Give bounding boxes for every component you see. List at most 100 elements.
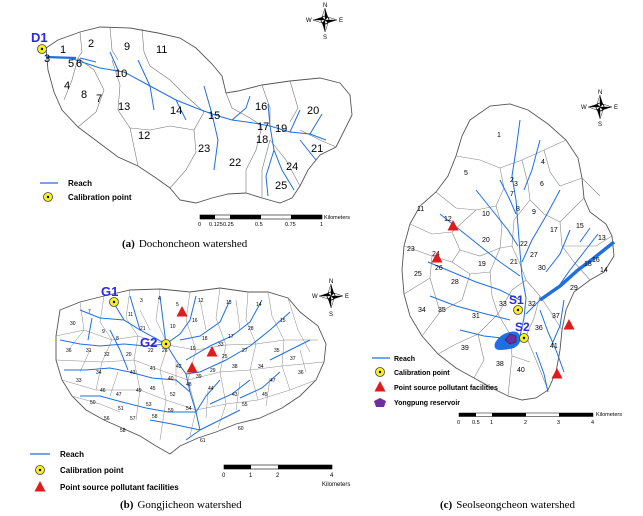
svg-text:9: 9 bbox=[532, 209, 536, 216]
svg-text:22: 22 bbox=[229, 157, 241, 169]
svg-text:13: 13 bbox=[598, 235, 606, 242]
svg-text:49: 49 bbox=[136, 388, 142, 394]
svg-text:0.5: 0.5 bbox=[255, 222, 263, 228]
dochoncheon-boundary bbox=[45, 26, 353, 204]
svg-text:31: 31 bbox=[86, 348, 92, 354]
svg-text:26: 26 bbox=[435, 265, 443, 272]
svg-text:32: 32 bbox=[528, 301, 536, 308]
gongjicheon-reaches bbox=[59, 295, 311, 441]
svg-text:W: W bbox=[581, 105, 587, 111]
calibration-label-s2: S2 bbox=[515, 320, 530, 334]
svg-text:35: 35 bbox=[438, 307, 446, 314]
svg-text:12: 12 bbox=[198, 298, 204, 304]
svg-text:15: 15 bbox=[576, 223, 584, 230]
svg-text:50: 50 bbox=[90, 400, 96, 406]
svg-text:17: 17 bbox=[550, 227, 558, 234]
svg-text:8: 8 bbox=[116, 336, 119, 342]
svg-text:1: 1 bbox=[490, 420, 493, 426]
panel-c-map: 1 2 3 4 5 6 7 8 9 10 11 12 13 14 15 16 1… bbox=[372, 90, 622, 426]
svg-text:Kilometers: Kilometers bbox=[596, 412, 622, 418]
svg-text:56: 56 bbox=[104, 416, 110, 422]
svg-text:14: 14 bbox=[170, 105, 182, 117]
calibration-label-d1: D1 bbox=[31, 30, 48, 45]
svg-text:4: 4 bbox=[591, 420, 594, 426]
svg-text:1: 1 bbox=[249, 473, 253, 479]
svg-text:13: 13 bbox=[118, 101, 130, 113]
svg-text:5: 5 bbox=[464, 170, 468, 177]
scale-bar-a: 0 0.125 0.25 0.5 0.75 1 Kilometers bbox=[198, 214, 350, 228]
svg-text:41: 41 bbox=[150, 366, 156, 372]
scale-bar-b: 0 1 2 4 Kilometers bbox=[222, 464, 350, 488]
svg-text:14: 14 bbox=[600, 267, 608, 274]
svg-text:23: 23 bbox=[198, 143, 210, 155]
svg-text:37: 37 bbox=[552, 313, 560, 320]
svg-text:S: S bbox=[329, 312, 333, 318]
svg-text:0: 0 bbox=[457, 420, 460, 426]
svg-text:26: 26 bbox=[162, 348, 168, 354]
svg-text:0: 0 bbox=[222, 473, 226, 479]
svg-text:40: 40 bbox=[517, 367, 525, 374]
legend-b-calibration-symbol bbox=[35, 465, 45, 475]
compass-b-icon bbox=[318, 283, 344, 309]
caption-b: (b)Gongjicheon watershed bbox=[120, 499, 242, 511]
svg-text:4: 4 bbox=[64, 80, 70, 92]
svg-text:58: 58 bbox=[152, 414, 158, 420]
svg-text:19: 19 bbox=[190, 346, 196, 352]
svg-text:48: 48 bbox=[186, 382, 192, 388]
svg-text:53: 53 bbox=[146, 402, 152, 408]
svg-text:60: 60 bbox=[238, 426, 244, 432]
svg-text:5: 5 bbox=[68, 58, 74, 70]
svg-text:30: 30 bbox=[538, 265, 546, 272]
svg-text:20: 20 bbox=[126, 352, 132, 358]
svg-text:0.75: 0.75 bbox=[285, 222, 296, 228]
svg-text:33: 33 bbox=[76, 378, 82, 384]
caption-a: (a)Dochoncheon watershed bbox=[122, 238, 248, 250]
svg-text:W: W bbox=[312, 294, 318, 300]
svg-text:21: 21 bbox=[140, 326, 146, 332]
svg-text:1: 1 bbox=[60, 44, 66, 56]
svg-text:47: 47 bbox=[116, 392, 122, 398]
svg-text:3: 3 bbox=[557, 420, 560, 426]
svg-text:10: 10 bbox=[115, 68, 127, 80]
svg-text:1: 1 bbox=[497, 132, 501, 139]
svg-text:46: 46 bbox=[100, 388, 106, 394]
svg-text:22: 22 bbox=[148, 348, 154, 354]
dochoncheon-reaches bbox=[45, 51, 327, 197]
svg-text:W: W bbox=[306, 18, 312, 24]
svg-text:32: 32 bbox=[104, 352, 110, 358]
svg-text:58: 58 bbox=[120, 428, 126, 434]
legend-c-calibration-symbol bbox=[375, 367, 385, 377]
calibration-point-s1 bbox=[513, 305, 523, 315]
svg-text:2: 2 bbox=[510, 177, 514, 184]
svg-text:54: 54 bbox=[186, 406, 192, 412]
calibration-point-g1 bbox=[109, 297, 119, 307]
svg-text:9: 9 bbox=[102, 329, 105, 335]
svg-text:0.5: 0.5 bbox=[472, 420, 480, 426]
svg-text:7: 7 bbox=[96, 93, 102, 105]
svg-text:16: 16 bbox=[255, 101, 267, 113]
legend-b-pollutant-label: Point source pollutant facilities bbox=[60, 483, 179, 492]
svg-text:11: 11 bbox=[156, 44, 167, 56]
svg-text:S: S bbox=[323, 35, 327, 41]
svg-text:30: 30 bbox=[70, 321, 76, 327]
calibration-point-s2 bbox=[519, 333, 529, 343]
svg-text:15: 15 bbox=[280, 318, 286, 324]
svg-text:0: 0 bbox=[198, 222, 201, 228]
svg-text:17: 17 bbox=[257, 121, 269, 133]
svg-text:27: 27 bbox=[530, 252, 538, 259]
svg-text:18: 18 bbox=[256, 134, 268, 146]
scale-bar-c: 0 0.5 1 2 3 4 Kilometers bbox=[457, 412, 622, 426]
svg-text:38: 38 bbox=[232, 364, 238, 370]
compass-b-letters: N E S W bbox=[312, 279, 349, 318]
seolseongcheon-boundary bbox=[401, 103, 615, 401]
yongpung-reservoir-icon bbox=[504, 333, 517, 345]
svg-text:34: 34 bbox=[418, 307, 426, 314]
svg-text:44: 44 bbox=[208, 386, 214, 392]
svg-text:11: 11 bbox=[128, 312, 133, 318]
svg-text:33: 33 bbox=[499, 301, 507, 308]
svg-text:37: 37 bbox=[290, 356, 296, 362]
legend-a-reach-label: Reach bbox=[68, 179, 92, 188]
legend-b-calibration-label: Calibration point bbox=[60, 466, 124, 475]
calibration-label-g1: G1 bbox=[101, 284, 118, 299]
